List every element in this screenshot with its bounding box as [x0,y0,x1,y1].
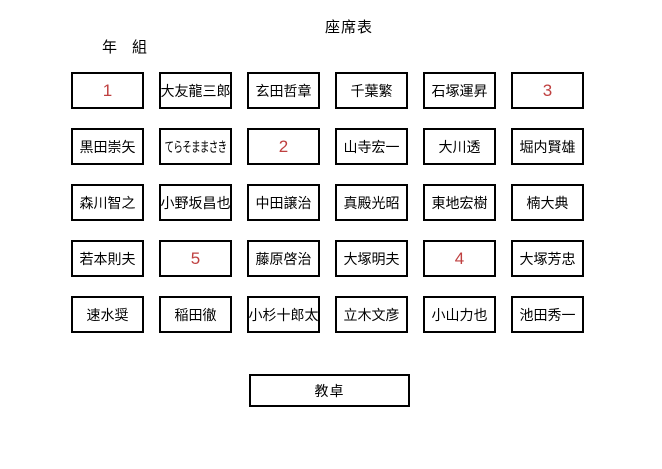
seat-box: 楠大典 [511,184,584,221]
group-number-box: 2 [247,128,320,165]
group-number-label: 1 [102,81,113,100]
seat-name-label: 東地宏樹 [431,194,488,211]
seat-name-label: 山寺宏一 [343,138,400,155]
group-number-label: 2 [278,137,289,156]
seat-name-label: 小杉十郎太 [248,306,319,323]
seat-name-label: 楠大典 [526,194,569,211]
teacher-desk-box: 教卓 [249,374,410,407]
group-number-label: 5 [190,249,201,268]
seat-name-label: 真殿光昭 [343,194,400,211]
seat-name-label: 速水奨 [86,306,129,323]
seat-box: 大友龍三郎 [159,72,232,109]
seat-box: 千葉繁 [335,72,408,109]
seat-box: 大塚芳忠 [511,240,584,277]
seat-name-label: 大友龍三郎 [160,82,231,99]
seat-name-label: 大塚芳忠 [519,250,576,267]
seat-name-label: 玄田哲章 [255,82,312,99]
seat-box: 山寺宏一 [335,128,408,165]
seat-box: 黒田崇矢 [71,128,144,165]
seat-box: 小杉十郎太 [247,296,320,333]
seat-box: 大塚明夫 [335,240,408,277]
seat-box: 若本則夫 [71,240,144,277]
seat-box: 小野坂昌也 [159,184,232,221]
seat-name-label: 堀内賢雄 [519,138,576,155]
seat-name-label: 立木文彦 [343,306,400,323]
seat-name-label: 若本則夫 [79,250,136,267]
group-number-box: 1 [71,72,144,109]
seat-name-label: 稲田徹 [174,306,217,323]
group-number-box: 3 [511,72,584,109]
seat-name-label: 千葉繁 [350,82,393,99]
seat-box: てらそままさき [159,128,232,165]
seat-box: 真殿光昭 [335,184,408,221]
seat-name-label: 小山力也 [431,306,488,323]
group-number-label: 3 [542,81,553,100]
seat-name-label: 小野坂昌也 [160,194,231,211]
seat-name-label: 池田秀一 [519,306,576,323]
seat-box: 小山力也 [423,296,496,333]
seat-name-label: 石塚運昇 [431,82,488,99]
seat-box: 森川智之 [71,184,144,221]
seating-grid: 1 大友龍三郎 玄田哲章 千葉繁 石塚運昇 3 黒田崇矢 てらそままさき 2 山寺宏一 大川透 堀内賢… [71,72,584,333]
seat-name-label: 大塚明夫 [343,250,400,267]
page-title: 座席表 [325,19,374,36]
seat-box: 稲田徹 [159,296,232,333]
seat-name-label: 森川智之 [79,194,136,211]
seat-box: 石塚運昇 [423,72,496,109]
seat-box: 東地宏樹 [423,184,496,221]
seat-name-label: 藤原啓治 [255,250,312,267]
seat-box: 大川透 [423,128,496,165]
seat-box: 池田秀一 [511,296,584,333]
seat-name-label: 黒田崇矢 [79,138,136,155]
seat-box: 速水奨 [71,296,144,333]
seat-name-label: 大川透 [438,138,481,155]
group-number-label: 4 [454,249,465,268]
seat-box: 立木文彦 [335,296,408,333]
group-number-box: 4 [423,240,496,277]
seat-box: 中田譲治 [247,184,320,221]
class-year-group-label: 年 組 [102,39,148,56]
seat-box: 玄田哲章 [247,72,320,109]
group-number-box: 5 [159,240,232,277]
seat-box: 藤原啓治 [247,240,320,277]
seat-box: 堀内賢雄 [511,128,584,165]
seat-name-label: 中田譲治 [255,194,312,211]
seat-name-label: てらそままさき [164,138,228,155]
teacher-desk-label: 教卓 [314,382,345,399]
